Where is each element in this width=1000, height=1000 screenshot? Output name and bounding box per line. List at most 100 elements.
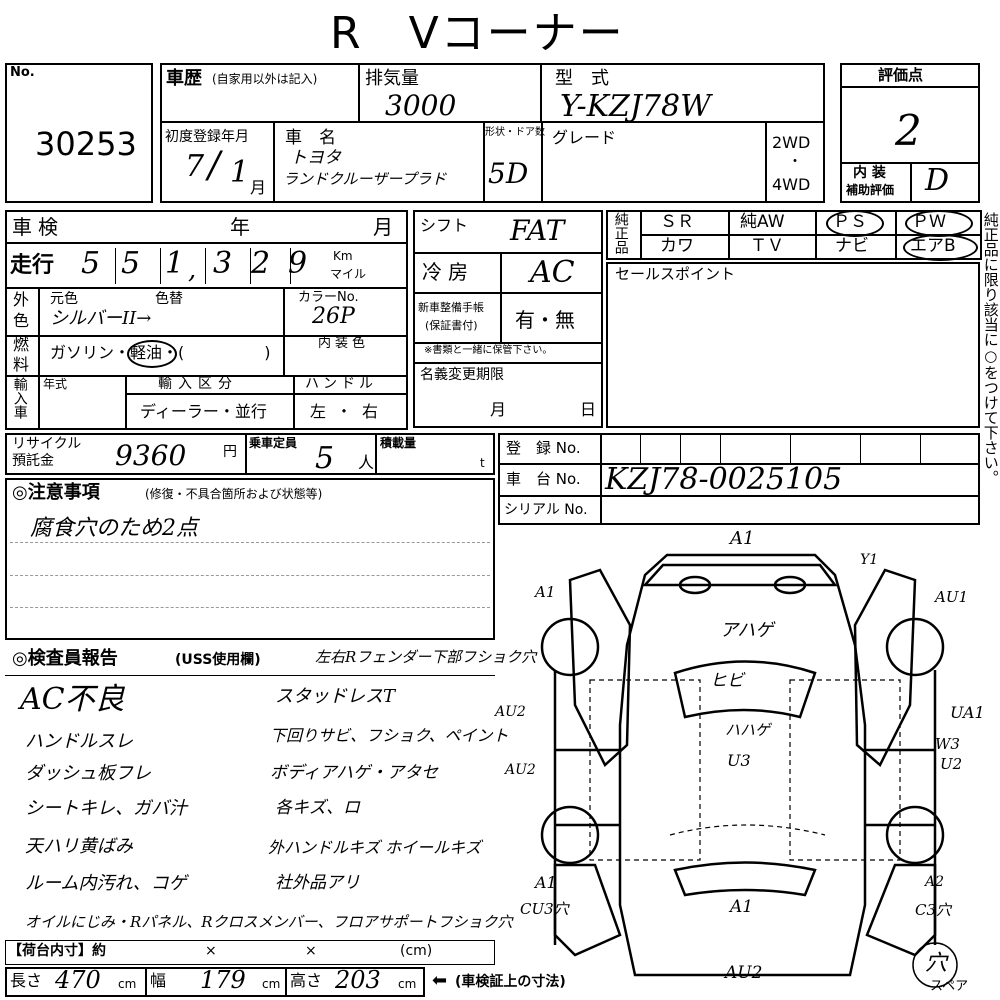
shift-label: シフト bbox=[420, 216, 469, 235]
length-label: 長さ bbox=[10, 971, 43, 990]
cargo-row bbox=[5, 940, 495, 965]
no-value: 30253 bbox=[35, 125, 137, 163]
carname-model: ランドクルーザープラド bbox=[283, 170, 447, 188]
fuel-label-2: 料 bbox=[13, 355, 30, 374]
damage-label: CU3穴 bbox=[520, 900, 569, 918]
drive-2wd[interactable]: 2WD bbox=[772, 133, 811, 152]
doors-value: 5D bbox=[488, 157, 529, 190]
damage-label: A1 bbox=[730, 528, 755, 549]
inspector-left-1: AC不良 bbox=[20, 682, 125, 717]
color-no-value: 26P bbox=[312, 304, 355, 329]
mid-block bbox=[413, 210, 603, 428]
notes-box bbox=[5, 478, 495, 640]
inspector-right-3: ボディアハゲ・アタセ bbox=[270, 763, 439, 783]
sales-point-label: セールスポイント bbox=[615, 265, 736, 283]
option-aw[interactable]: 純AW bbox=[740, 212, 785, 232]
inspector-left-2: ハンドルスレ bbox=[25, 731, 133, 752]
spare-label: スペア bbox=[930, 979, 969, 994]
damage-label: ハハゲ bbox=[725, 721, 771, 739]
option-sr[interactable]: ＳＲ bbox=[660, 212, 694, 232]
import-class-options[interactable]: ディーラー・並行 bbox=[140, 402, 267, 421]
interior-label-2: 補助評価 bbox=[846, 183, 895, 197]
manual-value[interactable]: 有・無 bbox=[515, 308, 575, 332]
dimensions-row bbox=[5, 967, 425, 997]
inspector-left-5: 天ハリ黄ばみ bbox=[25, 836, 133, 857]
sales-point-box bbox=[606, 262, 980, 428]
manual-label-1: 新車整備手帳 bbox=[418, 301, 484, 314]
options-side-note: 純正品に限り該当に○をつけて下さい。 bbox=[981, 212, 1000, 485]
mileage-comma: , bbox=[188, 255, 197, 285]
first-reg-month: 1 bbox=[230, 155, 250, 190]
history-label: 車歴 bbox=[166, 68, 202, 89]
mileage-digit: 3 bbox=[213, 246, 233, 281]
width-value: 179 bbox=[200, 966, 246, 994]
damage-label: U3 bbox=[727, 751, 751, 770]
handle-label: ハンドル bbox=[305, 376, 377, 392]
inspector-right-1: スタッドレスT bbox=[275, 686, 396, 707]
mileage-unit-mile: マイル bbox=[330, 267, 367, 281]
cargo-unit: (cm) bbox=[400, 943, 433, 959]
grade-box bbox=[541, 121, 825, 203]
model-label: 型 式 bbox=[555, 68, 609, 89]
original-color-label: 元色 bbox=[50, 291, 78, 307]
wheel-front-right bbox=[885, 617, 945, 677]
carname-label: 車 名 bbox=[285, 128, 336, 148]
car-body bbox=[618, 553, 867, 977]
interior-value: D bbox=[925, 163, 950, 198]
arrow-left-icon: ⬅ bbox=[432, 970, 448, 991]
displacement-value: 3000 bbox=[385, 89, 457, 122]
height-value: 203 bbox=[335, 966, 381, 994]
grade-label: グレード bbox=[552, 128, 617, 147]
shift-value: FAT bbox=[510, 214, 565, 247]
recycle-row bbox=[5, 433, 495, 475]
cargo-x1: × bbox=[205, 943, 217, 959]
notes-label: ◎注意事項 bbox=[12, 482, 100, 503]
option-tv[interactable]: ＴＶ bbox=[750, 236, 784, 256]
no-label: No. bbox=[10, 65, 35, 80]
rating-label: 評価点 bbox=[878, 66, 924, 84]
damage-label: UA1 bbox=[950, 703, 985, 722]
chassis-value: KZJ78-0025105 bbox=[605, 462, 843, 497]
capacity-label: 乗車定員 bbox=[249, 436, 298, 450]
manual-label-2: (保証書付) bbox=[425, 319, 478, 332]
damage-label: ヒビ bbox=[710, 671, 744, 691]
handle-options[interactable]: 左・右 bbox=[310, 402, 389, 421]
option-leather[interactable]: カワ bbox=[660, 236, 694, 256]
mileage-digit: 5 bbox=[81, 246, 101, 281]
chassis-label: 車 台 No. bbox=[506, 470, 581, 488]
history-note: (自家用以外は記入) bbox=[212, 72, 318, 86]
option-pw-circle bbox=[905, 210, 973, 237]
windshield bbox=[673, 660, 817, 719]
option-navi[interactable]: ナビ bbox=[835, 236, 869, 256]
color-value: シルバーII→ bbox=[50, 308, 152, 329]
genuine-label: 純正品 bbox=[612, 212, 629, 254]
displacement-label: 排気量 bbox=[365, 68, 419, 89]
drive-4wd[interactable]: 4WD bbox=[772, 175, 811, 194]
serial-label: シリアル No. bbox=[504, 502, 588, 518]
name-change-label: 名義変更期限 bbox=[420, 367, 504, 383]
registration-box bbox=[498, 433, 980, 525]
mileage-label: 走行 bbox=[10, 253, 55, 278]
color-no-label: カラーNo. bbox=[298, 290, 359, 305]
left-block bbox=[5, 210, 408, 430]
no-box bbox=[5, 63, 153, 203]
cargo-x2: × bbox=[305, 943, 317, 959]
width-unit: cm bbox=[262, 977, 281, 991]
damage-label: AU1 bbox=[935, 588, 969, 606]
inspector-right-5: 外ハンドルキズ ホイールキズ bbox=[268, 838, 482, 857]
inspector-left-4: シートキレ、ガバ汁 bbox=[25, 798, 187, 819]
length-unit: cm bbox=[118, 977, 137, 991]
inspector-label: ◎検査員報告 bbox=[12, 648, 118, 669]
outer-color-label-1: 外 bbox=[13, 290, 30, 309]
page-title: R Vコーナー bbox=[330, 8, 625, 59]
fuel-label-1: 燃 bbox=[13, 335, 30, 354]
option-ps-circle bbox=[826, 210, 884, 237]
carname-maker: トヨタ bbox=[290, 148, 341, 168]
damage-label: アハゲ bbox=[720, 620, 774, 641]
inspector-right-2: 下回りサビ、フショク、ペイント bbox=[270, 726, 509, 745]
repaint-label: 色替 bbox=[155, 291, 183, 307]
spare-tire bbox=[912, 942, 958, 988]
interior-color-label: 内装色 bbox=[318, 336, 370, 351]
load-unit: t bbox=[480, 456, 485, 470]
mileage-unit-km: Km bbox=[333, 249, 353, 263]
